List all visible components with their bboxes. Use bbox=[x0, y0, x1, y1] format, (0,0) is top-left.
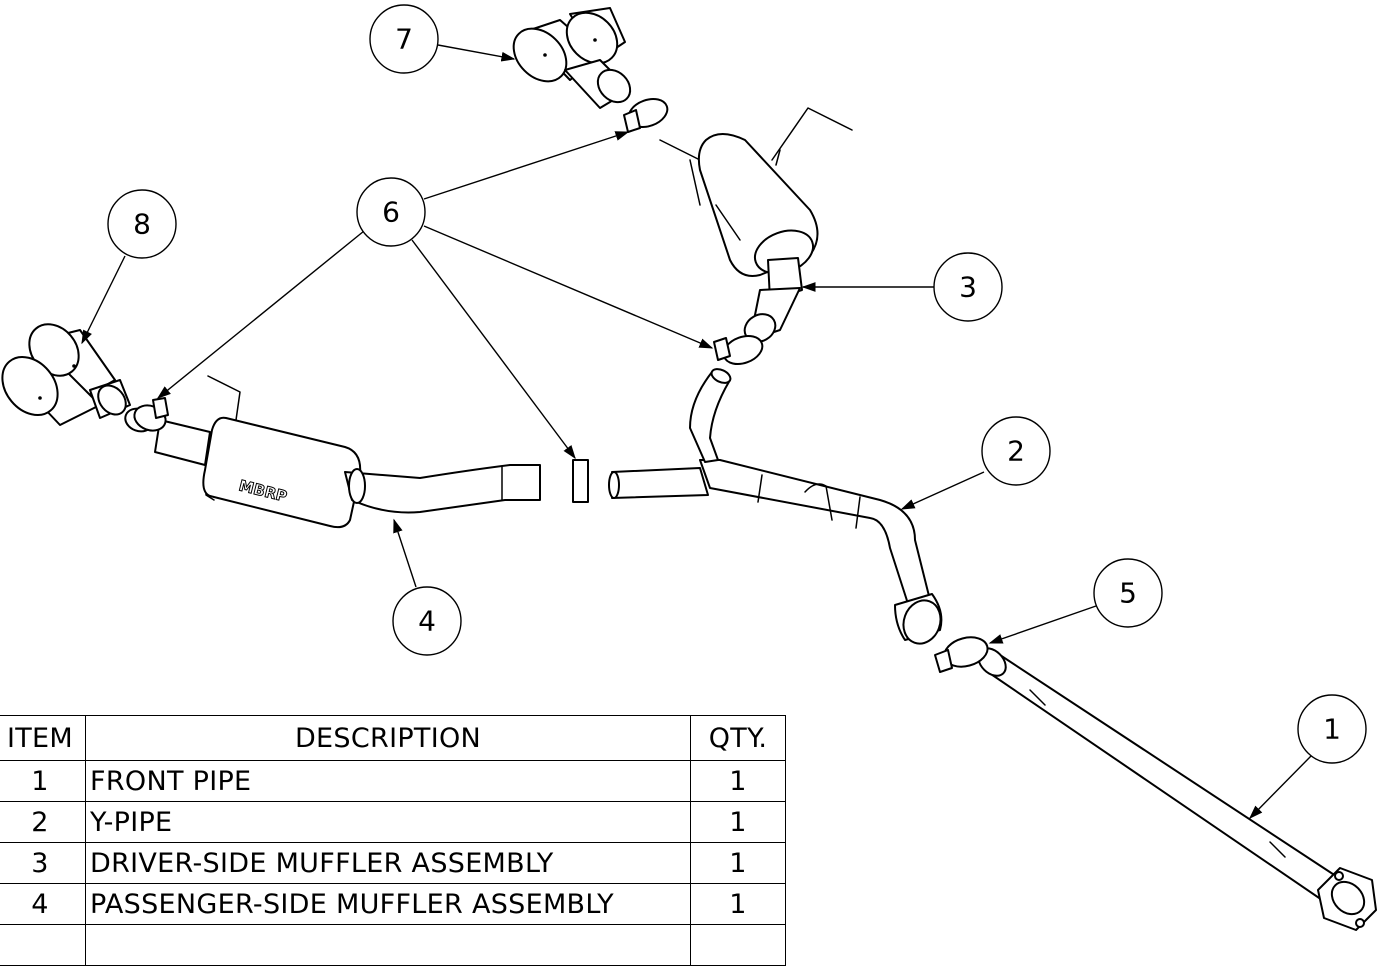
bom-description-cell bbox=[85, 924, 691, 966]
balloon-2: 2 bbox=[981, 416, 1051, 486]
bom-description-cell: FRONT PIPE bbox=[85, 760, 691, 802]
bom-row: 1 FRONT PIPE 1 bbox=[0, 760, 786, 802]
exploded-exhaust-drawing: MBRP bbox=[1, 4, 1377, 931]
exhaust-tips-7-part bbox=[512, 7, 632, 109]
leader-6c bbox=[411, 239, 576, 460]
svg-text:6: 6 bbox=[382, 196, 400, 229]
bom-row bbox=[0, 924, 786, 966]
svg-text:3: 3 bbox=[959, 271, 977, 304]
bom-item-cell bbox=[0, 924, 86, 966]
svg-text:5: 5 bbox=[1119, 577, 1137, 610]
bom-header-item: ITEM bbox=[0, 715, 86, 761]
svg-text:1: 1 bbox=[1323, 713, 1341, 746]
leader-2 bbox=[900, 471, 985, 510]
balloon-1: 1 bbox=[1297, 694, 1367, 764]
bom-row: 4 PASSENGER-SIDE MUFFLER ASSEMBLY 1 bbox=[0, 883, 786, 925]
bom-row: 2 Y-PIPE 1 bbox=[0, 801, 786, 843]
bom-description-cell: Y-PIPE bbox=[85, 801, 691, 843]
bom-item-cell: 4 bbox=[0, 883, 86, 925]
front-pipe-part bbox=[977, 647, 1377, 931]
balloon-3: 3 bbox=[933, 252, 1003, 322]
svg-text:7: 7 bbox=[395, 23, 413, 56]
bom-qty-cell: 1 bbox=[690, 883, 786, 925]
leader-lines bbox=[81, 44, 1313, 819]
leader-7 bbox=[437, 44, 516, 62]
balloon-4: 4 bbox=[392, 586, 462, 656]
bom-description-cell: PASSENGER-SIDE MUFFLER ASSEMBLY bbox=[85, 883, 691, 925]
clamp-5-part bbox=[934, 636, 989, 673]
y-pipe-part bbox=[608, 368, 943, 645]
exhaust-tips-8-part bbox=[1, 323, 131, 426]
bom-description-cell: DRIVER-SIDE MUFFLER ASSEMBLY bbox=[85, 842, 691, 884]
bill-of-materials-table: ITEM DESCRIPTION QTY. 1 FRONT PIPE 1 2 Y… bbox=[0, 715, 786, 966]
clamps-6-part bbox=[133, 97, 764, 432]
balloon-6: 6 bbox=[356, 177, 426, 247]
leader-6b bbox=[423, 225, 714, 349]
bom-qty-cell bbox=[690, 924, 786, 966]
bom-qty-cell: 1 bbox=[690, 801, 786, 843]
bom-header-row: ITEM DESCRIPTION QTY. bbox=[0, 715, 786, 761]
leader-6a bbox=[423, 131, 630, 200]
balloon-8: 8 bbox=[107, 189, 177, 259]
leader-4 bbox=[393, 518, 417, 588]
leader-5 bbox=[988, 605, 1097, 644]
leader-8 bbox=[81, 255, 126, 345]
bom-header-qty: QTY. bbox=[690, 715, 786, 761]
bom-qty-cell: 1 bbox=[690, 760, 786, 802]
bom-qty-cell: 1 bbox=[690, 842, 786, 884]
balloon-5: 5 bbox=[1093, 558, 1163, 628]
bom-row: 3 DRIVER-SIDE MUFFLER ASSEMBLY 1 bbox=[0, 842, 786, 884]
bom-item-cell: 2 bbox=[0, 801, 86, 843]
bom-header-description: DESCRIPTION bbox=[85, 715, 691, 761]
svg-text:2: 2 bbox=[1007, 435, 1025, 468]
passenger-muffler-part: MBRP bbox=[124, 375, 589, 529]
balloon-7: 7 bbox=[369, 4, 439, 74]
bom-item-cell: 3 bbox=[0, 842, 86, 884]
leader-6d bbox=[156, 230, 365, 399]
bom-item-cell: 1 bbox=[0, 760, 86, 802]
svg-text:8: 8 bbox=[133, 208, 151, 241]
driver-muffler-part bbox=[659, 107, 853, 343]
leader-1 bbox=[1249, 754, 1313, 819]
svg-text:4: 4 bbox=[418, 605, 436, 638]
